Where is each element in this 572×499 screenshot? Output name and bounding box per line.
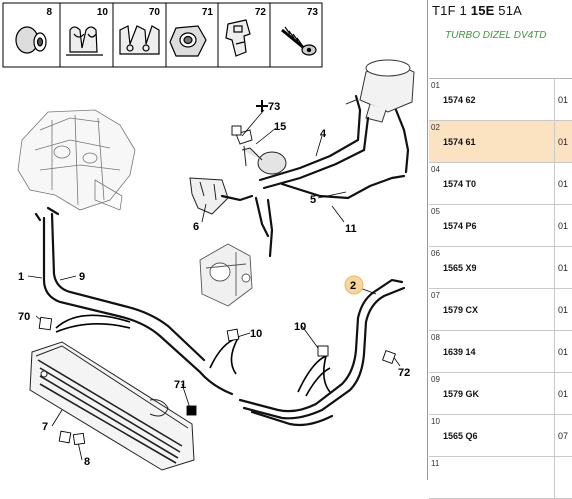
callout-15[interactable]: 15 — [274, 121, 286, 133]
part-quantity: 01 — [558, 305, 569, 315]
part-quantity: 07 — [558, 431, 569, 441]
row-index: 01 — [431, 81, 440, 90]
strip-num-72: 72 — [255, 7, 267, 18]
row-index: 10 — [431, 417, 440, 426]
engine-block-illustration — [17, 109, 136, 211]
row-index: 09 — [431, 375, 440, 384]
callout-1[interactable]: 1 — [18, 271, 24, 283]
callout-10-center[interactable]: 10 — [294, 321, 306, 333]
callout-70[interactable]: 70 — [18, 311, 30, 323]
fuel-pump-illustration — [199, 243, 253, 307]
callout-6[interactable]: 6 — [193, 221, 199, 233]
part-reference[interactable]: 1579 CX — [443, 305, 479, 315]
callout-11[interactable]: 11 — [345, 223, 357, 235]
reference-suffix: 51A — [494, 3, 523, 18]
column-divider — [554, 331, 555, 372]
part-quantity: 01 — [558, 221, 569, 231]
strip-num-70: 70 — [149, 7, 161, 18]
fuel-pipes — [34, 94, 410, 427]
part-reference[interactable]: 1565 X9 — [443, 263, 477, 273]
part-reference[interactable]: 1574 61 — [443, 137, 476, 147]
part-quantity: 01 — [558, 263, 569, 273]
parts-strip — [2, 2, 323, 68]
part-reference[interactable]: 1565 Q6 — [443, 431, 478, 441]
part-reference[interactable]: 1574 62 — [443, 95, 476, 105]
table-row[interactable]: 11 — [429, 457, 572, 499]
row-index: 07 — [431, 291, 440, 300]
callout-2[interactable]: 2 — [350, 280, 356, 292]
callout-10-right[interactable]: 10 — [250, 328, 262, 340]
strip-num-8: 8 — [46, 7, 52, 18]
regulator-illustration — [235, 129, 287, 175]
part-quantity: 01 — [558, 137, 569, 147]
part-quantity: 01 — [558, 179, 569, 189]
row-index: 05 — [431, 207, 440, 216]
callout-7[interactable]: 7 — [42, 421, 48, 433]
parts-strip-numbers: 8 10 70 71 72 73 — [46, 7, 318, 18]
callout-72[interactable]: 72 — [398, 367, 410, 379]
nut-icon — [169, 25, 207, 57]
grommet-icon — [15, 26, 47, 54]
row-index: 02 — [431, 123, 440, 132]
reference-bold: 15E — [470, 3, 495, 18]
fuel-cooler-illustration — [29, 341, 195, 471]
column-divider — [554, 415, 555, 456]
bracket-clip-icon — [225, 19, 251, 57]
reference-code: T1F 1 15E 51A — [432, 3, 522, 18]
column-divider — [554, 373, 555, 414]
part-reference[interactable]: 1574 P6 — [443, 221, 477, 231]
strip-num-71: 71 — [202, 7, 214, 18]
pipe-clip-icon — [119, 25, 160, 55]
callout-73[interactable]: 73 — [268, 101, 280, 113]
part-quantity: 01 — [558, 389, 569, 399]
strip-num-10: 10 — [97, 7, 109, 18]
column-divider — [554, 457, 555, 498]
column-divider — [554, 79, 555, 120]
diagram-canvas: 8 10 70 71 72 73 — [2, 0, 428, 480]
callout-71[interactable]: 71 — [174, 379, 186, 391]
part-quantity: 01 — [558, 347, 569, 357]
column-divider — [554, 121, 555, 162]
column-divider — [554, 247, 555, 288]
row-index: 11 — [431, 459, 440, 468]
row-index: 08 — [431, 333, 440, 342]
screw-icon — [281, 26, 317, 56]
column-divider — [554, 205, 555, 246]
part-markers — [38, 125, 396, 446]
part-quantity: 01 — [558, 95, 569, 105]
callout-4[interactable]: 4 — [320, 128, 327, 140]
callout-9[interactable]: 9 — [79, 271, 85, 283]
callout-8[interactable]: 8 — [84, 456, 90, 468]
column-divider — [554, 289, 555, 330]
plus-marker-icon — [256, 100, 268, 112]
callout-5[interactable]: 5 — [310, 194, 316, 206]
part-reference[interactable]: 1574 T0 — [443, 179, 477, 189]
row-index: 04 — [431, 165, 440, 174]
part-reference[interactable]: 1579 GK — [443, 389, 480, 399]
selected-callout-badge — [344, 275, 364, 295]
clip-bracket-illustration — [189, 177, 229, 215]
parts-diagram: 8 10 70 71 72 73 — [2, 0, 428, 480]
strip-num-73: 73 — [307, 7, 319, 18]
reference-prefix: T1F 1 — [432, 3, 471, 18]
double-clip-icon — [66, 26, 103, 56]
part-reference[interactable]: 1639 14 — [443, 347, 476, 357]
row-index: 06 — [431, 249, 440, 258]
callout-numbers[interactable]: 73 15 4 6 5 11 1 9 2 70 10 10 72 71 7 8 — [18, 101, 410, 468]
column-divider — [554, 163, 555, 204]
engine-label: TURBO DIZEL DV4TD — [445, 30, 547, 41]
fuel-filter-illustration — [345, 59, 415, 123]
